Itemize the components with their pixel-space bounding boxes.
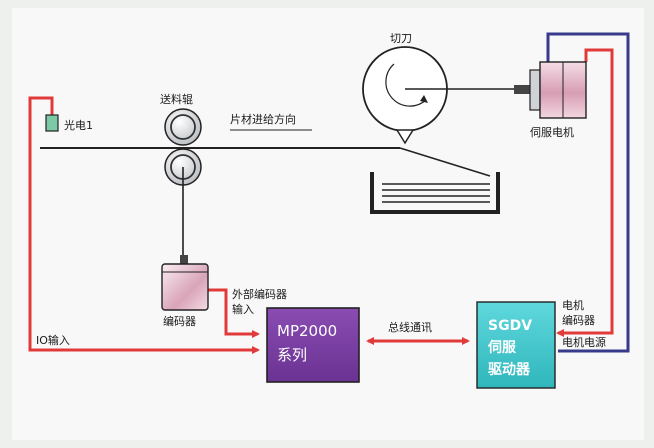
motor-encoder-label-2: 编码器 (562, 313, 595, 327)
controller-model: MP2000 (277, 322, 337, 340)
motor-encoder-wire (556, 48, 614, 337)
collection-tray (370, 172, 500, 214)
photo-sensor-icon (45, 114, 59, 132)
io-input-label: IO输入 (36, 333, 70, 347)
encoder-label: 编码器 (163, 314, 196, 328)
mp2000-controller: MP2000 系列 (266, 307, 360, 383)
sheet-direction-label: 片材进给方向 (230, 112, 296, 126)
sgdv-servo-driver: SGDV 伺服 驱动器 (476, 301, 556, 389)
photo-sensor-label: 光电1 (64, 118, 93, 132)
feed-roller-label: 送料辊 (160, 92, 193, 106)
servo-motor-icon (514, 61, 587, 119)
controller-series: 系列 (277, 346, 307, 364)
sheet-exit (399, 147, 491, 177)
bus-comm-label: 总线通讯 (388, 320, 432, 334)
ext-encoder-label-2: 输入 (232, 302, 254, 316)
servo-motor-label: 伺服电机 (530, 125, 574, 139)
motor-power-wire (546, 32, 630, 353)
driver-line3: 驱动器 (488, 361, 531, 378)
motor-power-label: 电机电源 (562, 335, 606, 349)
feed-roller-top (164, 108, 202, 146)
ext-encoder-label-1: 外部编码器 (232, 287, 287, 301)
driver-line2: 伺服 (487, 339, 517, 356)
io-input-wire (28, 96, 260, 354)
encoder-input-wire (208, 288, 260, 338)
cutter-label: 切刀 (390, 32, 412, 45)
driver-model: SGDV (488, 318, 532, 334)
encoder-icon (161, 255, 209, 311)
motor-encoder-label-1: 电机 (562, 298, 584, 312)
